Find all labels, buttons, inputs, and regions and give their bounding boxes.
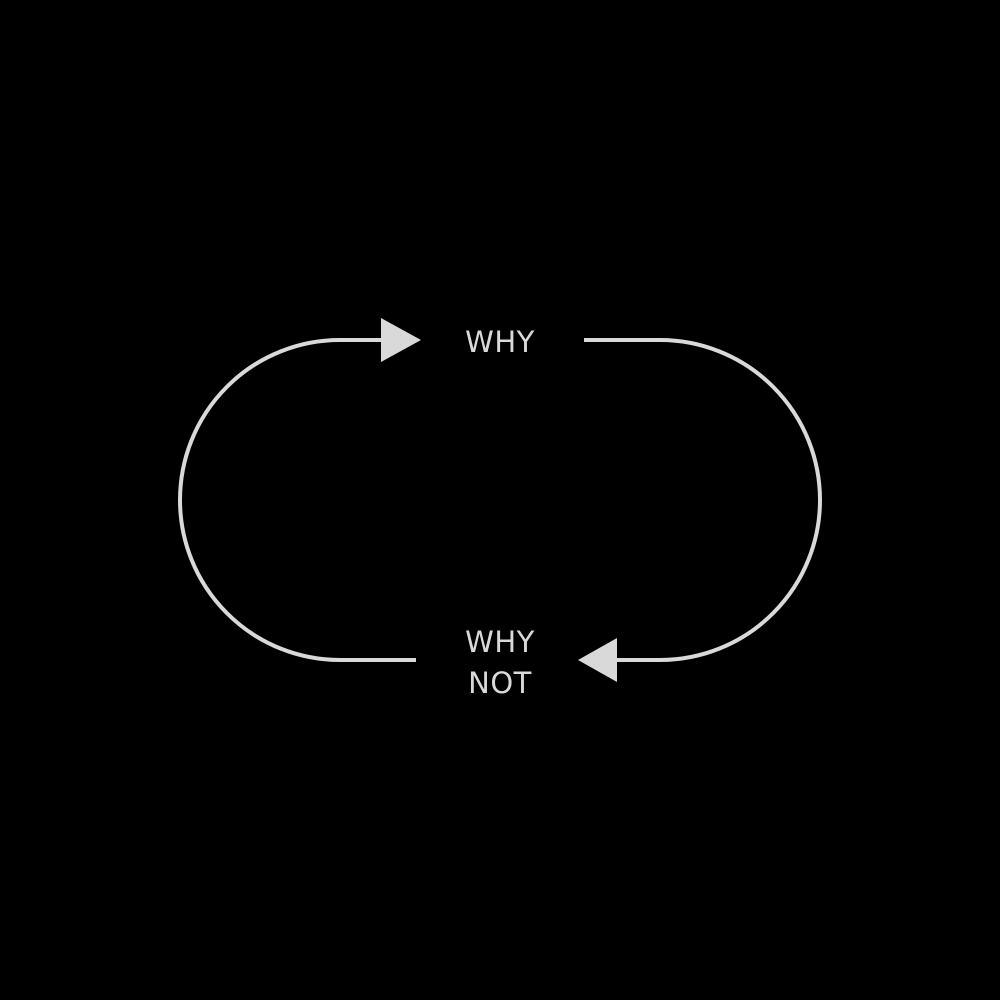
node-why-not-line-1: WHY [465,625,535,659]
node-why-text: WHY [465,325,535,359]
node-why: WHY [400,322,600,363]
edge-why-not-to-why [178,338,416,662]
edge-why-to-why-not [584,338,822,662]
node-why-not-line-2: NOT [468,666,532,700]
arrowhead-right-icon [381,318,421,362]
node-why-not: WHY NOT [400,622,600,704]
arrowhead-left-icon [578,638,617,682]
